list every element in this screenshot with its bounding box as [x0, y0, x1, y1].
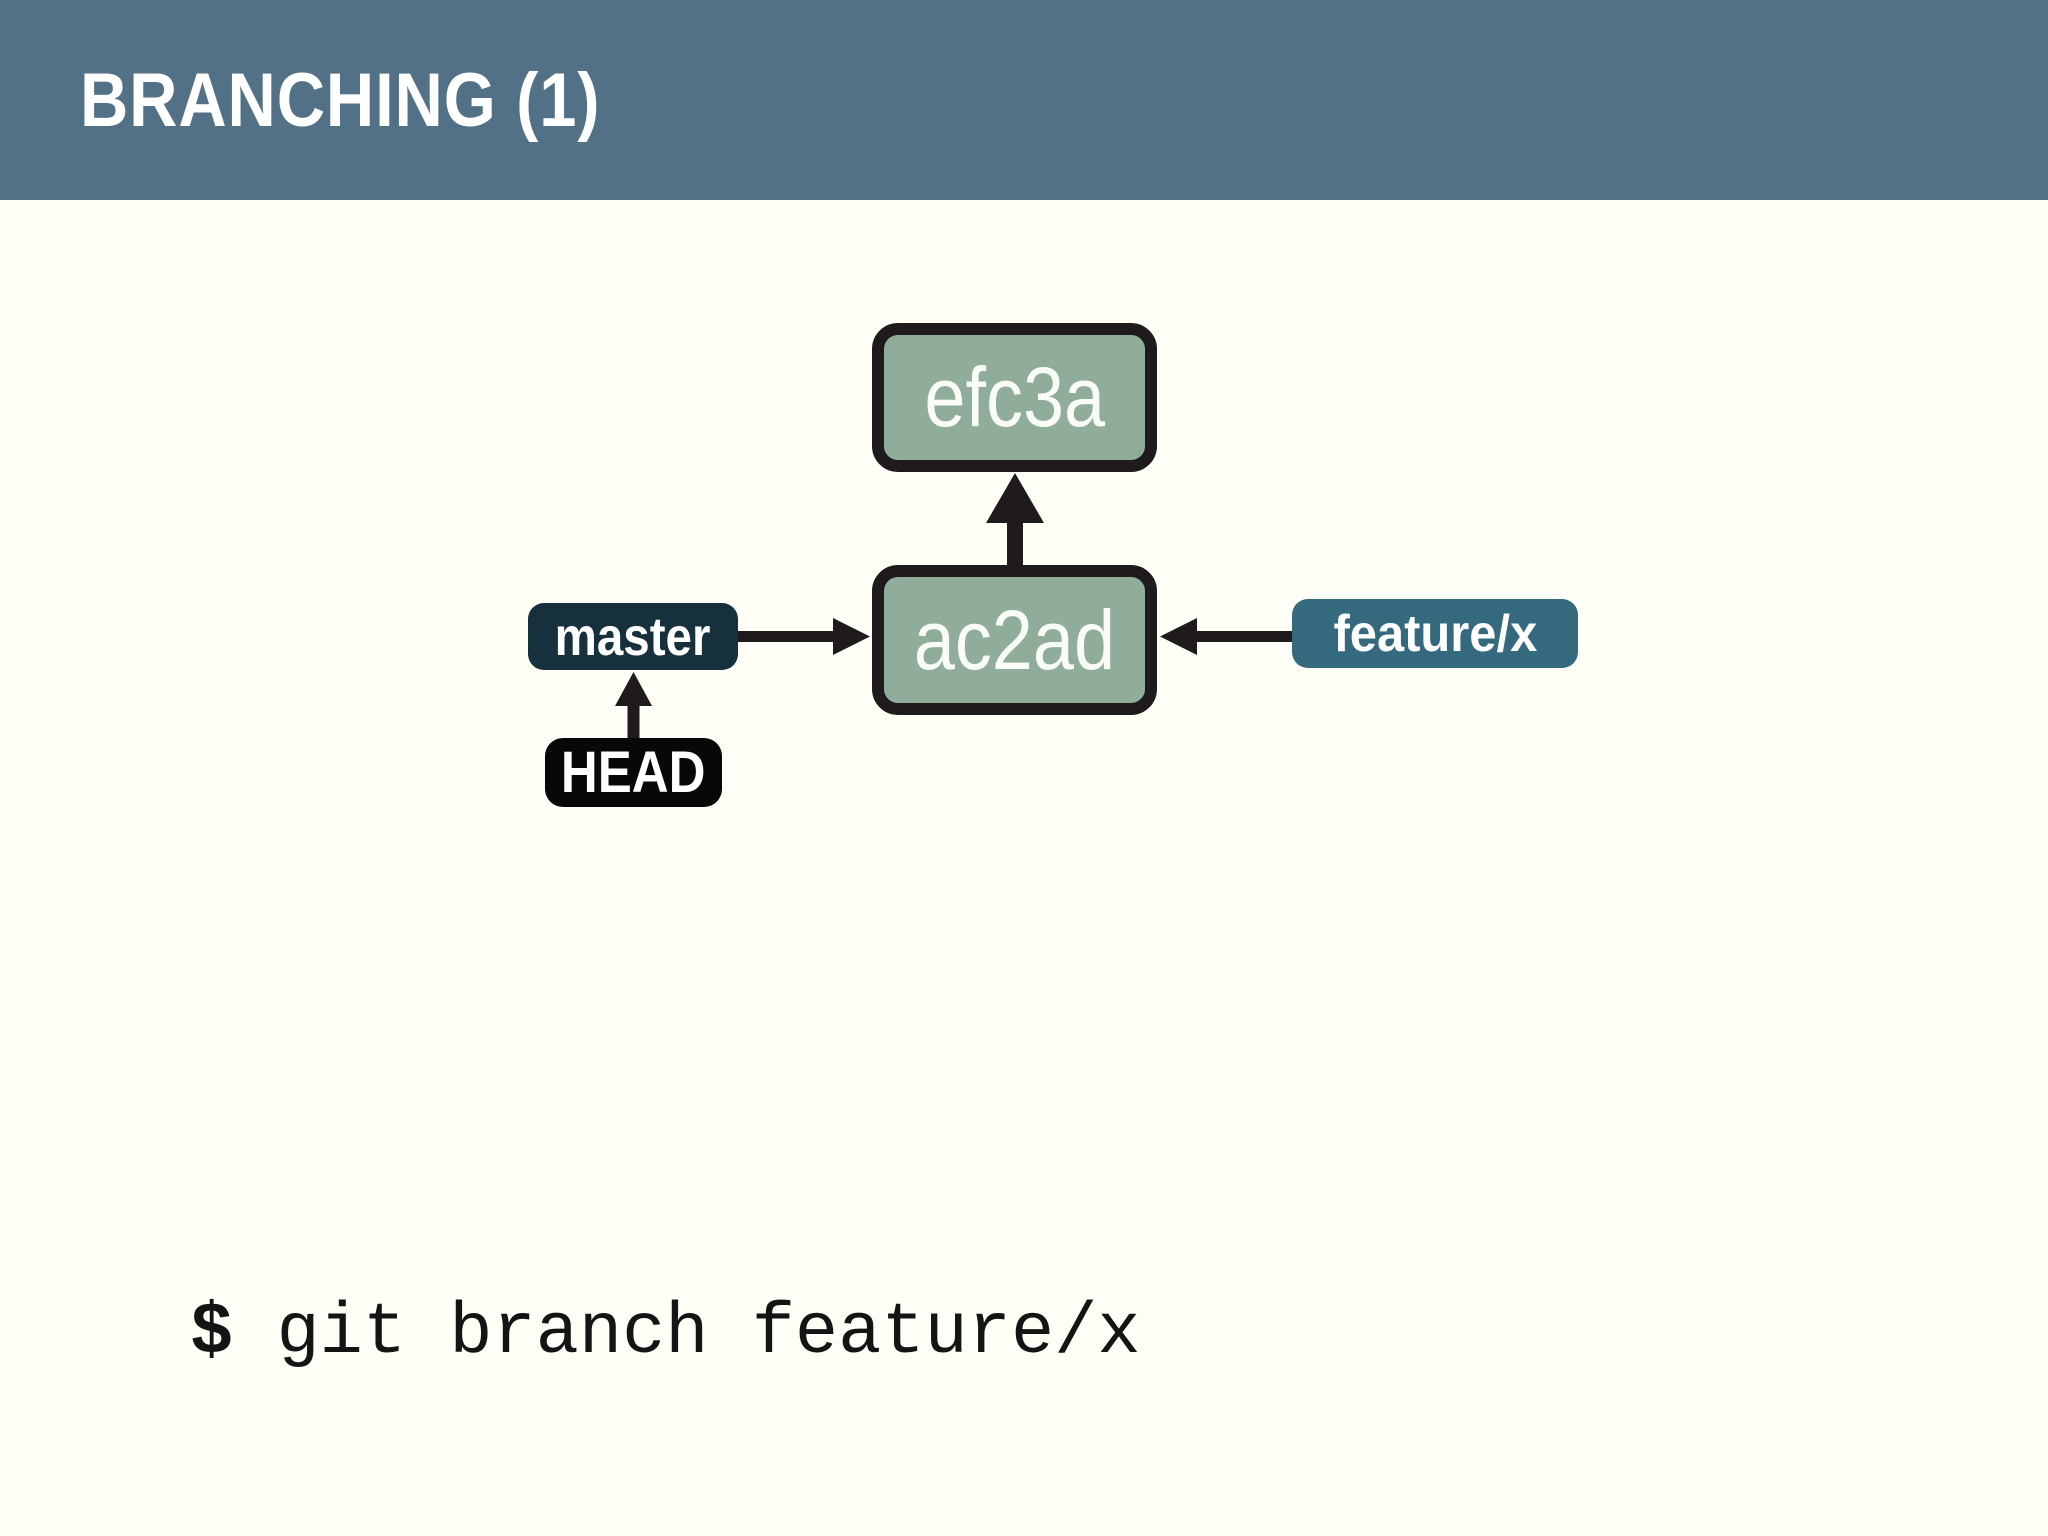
- arrow-feature-x-to-ac2ad: [1160, 618, 1292, 655]
- page-title: BRANCHING (1): [80, 0, 671, 200]
- arrow-head-to-master: [615, 672, 652, 740]
- command-text: git branch feature/x: [276, 1292, 1141, 1374]
- arrow-master-to-ac2ad: [738, 618, 870, 655]
- title-bar: BRANCHING (1): [0, 0, 2048, 200]
- branch-label-text: master: [555, 606, 711, 667]
- branch-label-master: master: [528, 603, 738, 670]
- page-title-text: BRANCHING (1): [80, 57, 601, 143]
- arrow-ac2ad-to-efc3a: [986, 473, 1044, 570]
- head-label-text: HEAD: [561, 740, 706, 805]
- branch-label-text: feature/x: [1333, 604, 1537, 663]
- terminal-command: $ git branch feature/x: [190, 1292, 1141, 1374]
- head-label: HEAD: [545, 738, 722, 807]
- commit-hash: efc3a: [924, 350, 1105, 444]
- commit-hash: ac2ad: [913, 592, 1116, 687]
- commit-node-efc3a: efc3a: [872, 323, 1157, 472]
- command-spacer: [233, 1292, 276, 1374]
- prompt-symbol: $: [190, 1292, 234, 1374]
- branch-label-feature-x: feature/x: [1292, 599, 1578, 668]
- commit-node-ac2ad: ac2ad: [872, 565, 1157, 715]
